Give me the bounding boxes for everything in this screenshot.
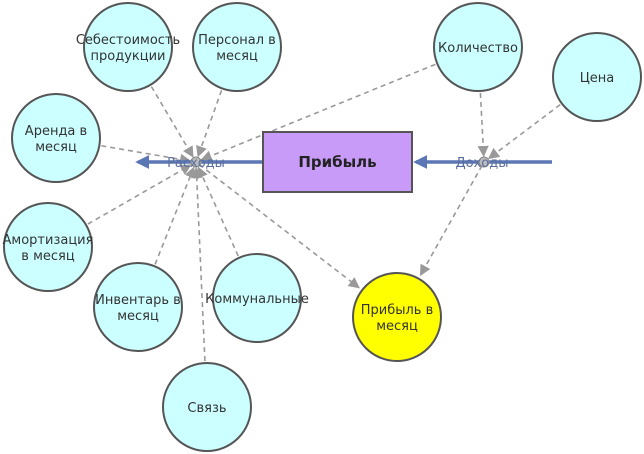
variable-utilities-label: Коммунальные: [205, 292, 309, 307]
variable-depr-label: в месяц: [21, 249, 75, 264]
variable-cost-label: продукции: [91, 49, 166, 64]
stock-profit-label: Прибыль: [298, 153, 376, 171]
link-rent-to-expenses: [101, 144, 192, 165]
income-flow-label: Доходы: [455, 156, 508, 171]
link-utilities-to-expenses: [197, 166, 239, 257]
variable-monthly_profit-label: месяц: [376, 319, 418, 334]
variable-price[interactable]: Цена: [552, 32, 642, 122]
link-depr-to-expenses: [87, 164, 192, 225]
link-cost-to-expenses: [150, 86, 194, 158]
link-expenses-to-monthly_profit: [198, 163, 360, 289]
variable-comm-label: Связь: [187, 401, 226, 416]
income-valve-icon[interactable]: [478, 156, 490, 168]
variable-inventory-label: месяц: [117, 309, 159, 324]
stock-profit[interactable]: Прибыль: [262, 131, 413, 193]
variable-qty-label: Количество: [438, 41, 518, 56]
link-price-to-income: [487, 104, 561, 160]
variable-depr-label: Амортизация: [3, 233, 94, 248]
variable-cost-label: Себестоимость: [76, 33, 180, 48]
variable-rent-label: Аренда в: [25, 124, 87, 139]
link-qty-to-income: [477, 92, 489, 158]
expenses-flow-label: Расходы: [167, 156, 225, 171]
link-qty-to-expenses: [200, 63, 436, 162]
expenses-valve-icon[interactable]: [190, 156, 202, 168]
variable-utilities[interactable]: Коммунальные: [205, 253, 309, 343]
variable-qty[interactable]: Количество: [433, 2, 523, 92]
variable-comm[interactable]: Связь: [162, 362, 252, 452]
link-income-to-monthly_profit: [419, 165, 483, 277]
variable-monthly_profit-label: Прибыль в: [361, 303, 434, 318]
variable-price-label: Цена: [580, 71, 615, 86]
variable-inventory-label: Инвентарь в: [95, 293, 181, 308]
flows-layer: Расходы Доходы: [135, 155, 552, 171]
variable-staff-label: месяц: [216, 49, 258, 64]
variable-rent-label: месяц: [35, 140, 77, 155]
variable-staff-label: Персонал в: [198, 33, 276, 48]
link-staff-to-expenses: [196, 90, 223, 158]
link-comm-to-expenses: [191, 166, 206, 362]
links-layer: [87, 63, 561, 362]
